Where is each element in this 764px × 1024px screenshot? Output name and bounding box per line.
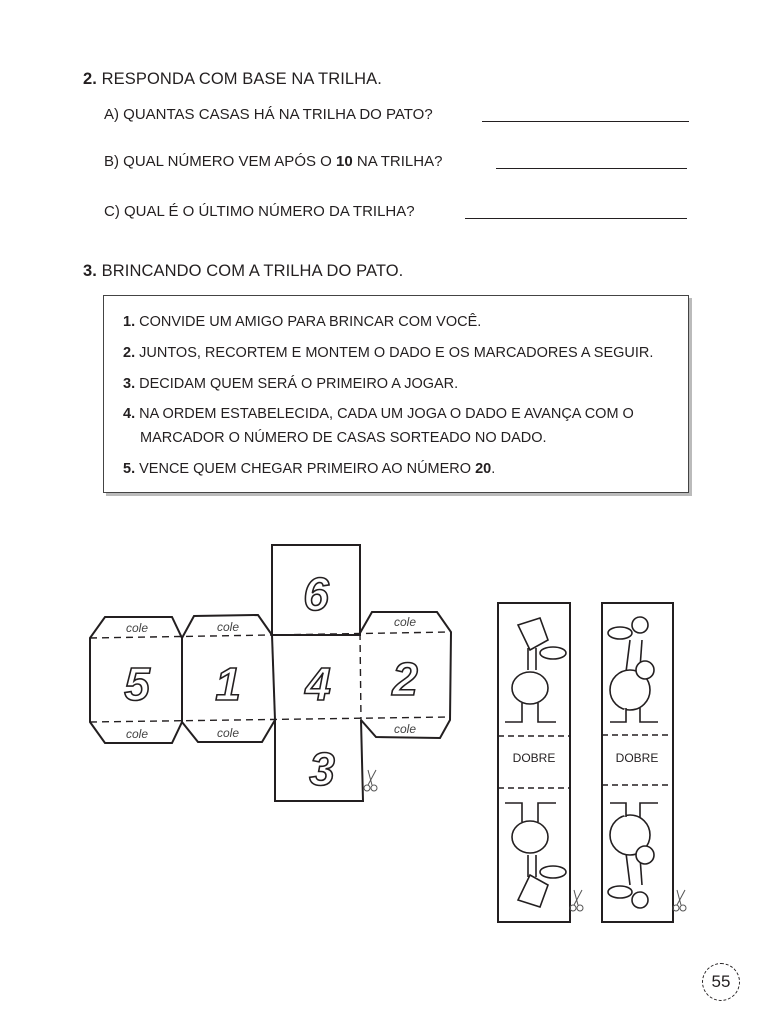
rule-item: 5. VENCE QUEM CHEGAR PRIMEIRO AO NÚMERO … xyxy=(123,461,495,478)
die-face-2 xyxy=(359,611,453,740)
marker-strip-1 xyxy=(497,602,571,923)
duck-illustration-2 xyxy=(607,616,658,723)
rule-number: 1. xyxy=(123,314,136,330)
tab-label: cole xyxy=(217,620,239,634)
tab-label: cole xyxy=(126,727,148,741)
question-label: B) QUAL NÚMERO VEM APÓS O xyxy=(104,153,336,170)
tab-label: cole xyxy=(217,726,239,740)
question-2-heading: 2. RESPONDA COM BASE NA TRILHA. xyxy=(83,69,382,89)
rule-number: 3. xyxy=(123,376,136,392)
scissors-icon xyxy=(363,769,378,792)
rule-text: CONVIDE UM AMIGO PARA BRINCAR COM VOCÊ. xyxy=(139,314,482,330)
duck-illustration-1 xyxy=(505,617,567,723)
die-number: 2 xyxy=(391,653,418,705)
bold-number: 20 xyxy=(475,461,492,477)
question-title: RESPONDA COM BASE NA TRILHA. xyxy=(101,70,382,88)
die-number: 3 xyxy=(309,743,335,795)
tab-label: cole xyxy=(394,615,416,629)
answer-line-c[interactable] xyxy=(465,218,687,219)
die-number: 5 xyxy=(124,658,151,710)
question-label: NA TRILHA? xyxy=(352,153,443,170)
rule-text: JUNTOS, RECORTEM E MONTEM O DADO E OS MA… xyxy=(139,345,654,361)
scissors-icon xyxy=(672,889,687,912)
question-number: 3. xyxy=(83,262,97,280)
fold-label: DOBRE xyxy=(616,751,659,765)
question-2c: C) QUAL É O ÚLTIMO NÚMERO DA TRILHA? xyxy=(104,203,415,221)
rules-box: 1. CONVIDE UM AMIGO PARA BRINCAR COM VOC… xyxy=(103,295,689,493)
rule-item: 2. JUNTOS, RECORTEM E MONTEM O DADO E OS… xyxy=(123,345,653,362)
question-2b: B) QUAL NÚMERO VEM APÓS O 10 NA TRILHA? xyxy=(104,153,442,171)
rule-number: 2. xyxy=(123,345,136,361)
rule-text: MARCADOR O NÚMERO DE CASAS SORTEADO NO D… xyxy=(140,430,547,446)
die-face-3 xyxy=(274,719,365,802)
tab-label: cole xyxy=(126,621,148,635)
duck-illustration-2-inverted xyxy=(607,802,658,909)
duck-illustration-1-inverted xyxy=(505,802,567,908)
rule-text: . xyxy=(491,461,496,477)
question-3-heading: 3. BRINCANDO COM A TRILHA DO PATO. xyxy=(83,261,403,281)
rule-number: 4. xyxy=(123,406,136,422)
rule-item: 4. NA ORDEM ESTABELECIDA, CADA UM JOGA O… xyxy=(123,406,634,423)
page-number: 55 xyxy=(702,963,740,1001)
rule-text: VENCE QUEM CHEGAR PRIMEIRO AO NÚMERO xyxy=(139,461,476,477)
scissors-icon xyxy=(569,889,584,912)
answer-line-b[interactable] xyxy=(496,168,687,169)
rule-item: 3. DECIDAM QUEM SERÁ O PRIMEIRO A JOGAR. xyxy=(123,376,458,393)
question-label: C) QUAL É O ÚLTIMO NÚMERO DA TRILHA? xyxy=(104,203,415,220)
marker-strip-2 xyxy=(601,602,674,923)
question-2a: A) QUANTAS CASAS HÁ NA TRILHA DO PATO? xyxy=(104,106,433,124)
question-title: BRINCANDO COM A TRILHA DO PATO. xyxy=(101,262,404,280)
rule-item-continued: MARCADOR O NÚMERO DE CASAS SORTEADO NO D… xyxy=(140,430,547,447)
rule-text: NA ORDEM ESTABELECIDA, CADA UM JOGA O DA… xyxy=(139,406,634,422)
die-face-6 xyxy=(271,544,361,636)
rule-text: DECIDAM QUEM SERÁ O PRIMEIRO A JOGAR. xyxy=(139,376,459,392)
die-number: 6 xyxy=(303,568,329,620)
tab-label: cole xyxy=(394,722,416,736)
question-number: 2. xyxy=(83,70,97,88)
die-number: 4 xyxy=(304,658,331,710)
question-label: A) QUANTAS CASAS HÁ NA TRILHA DO PATO? xyxy=(104,106,433,123)
fold-label: DOBRE xyxy=(513,751,556,765)
rule-item: 1. CONVIDE UM AMIGO PARA BRINCAR COM VOC… xyxy=(123,314,481,331)
die-number: 1 xyxy=(215,658,241,710)
bold-number: 10 xyxy=(336,153,353,170)
rule-number: 5. xyxy=(123,461,136,477)
answer-line-a[interactable] xyxy=(482,121,689,122)
